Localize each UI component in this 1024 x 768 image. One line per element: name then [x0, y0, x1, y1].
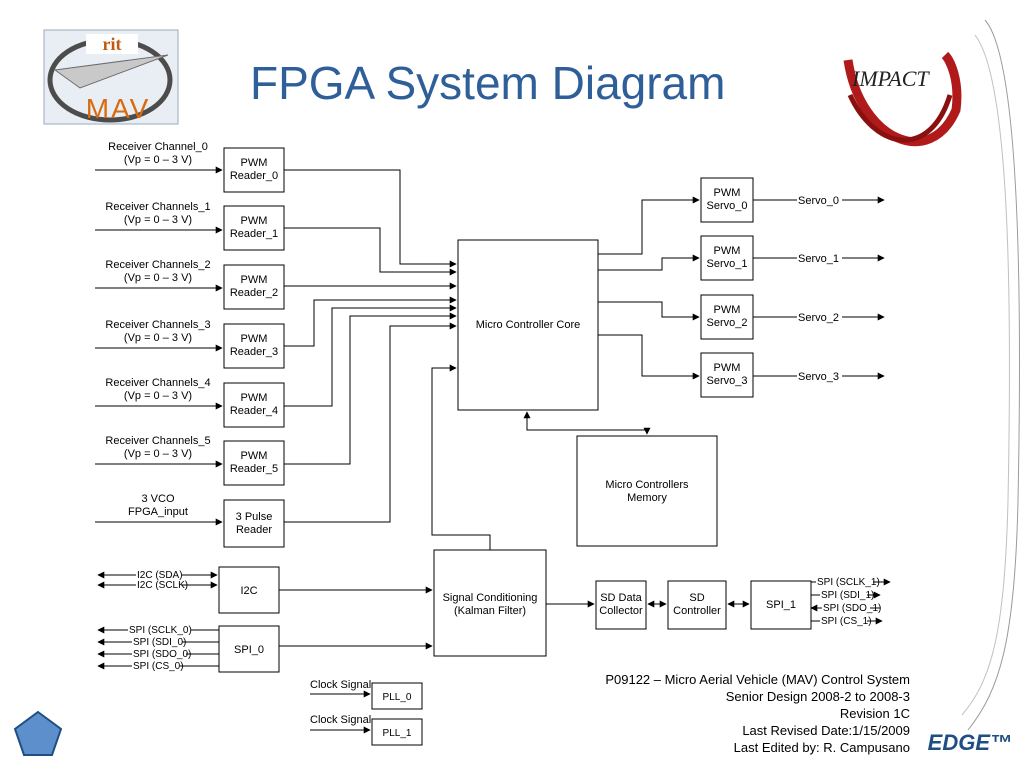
i2c-block-group: I2C I2C (SDA) I2C (SCLK) — [97, 566, 433, 614]
receiver-channel-2-range: (Vp = 0 – 3 V) — [124, 272, 192, 284]
footer-revision-line: Revision 1C — [840, 706, 910, 721]
receiver-inputs: Receiver Channel_0 (Vp = 0 – 3 V) Receiv… — [95, 141, 223, 526]
receiver-channel-5-range: (Vp = 0 – 3 V) — [124, 448, 192, 460]
sd-controller-box — [667, 580, 727, 630]
mav-logo-text: MAV — [86, 93, 151, 124]
receiver-channel-0-label: Receiver Channel_0 — [108, 141, 208, 153]
vco-label-line2: FPGA_input — [128, 506, 188, 518]
pwm-reader-5-box — [223, 440, 285, 486]
receiver-channel-3-range: (Vp = 0 – 3 V) — [124, 332, 192, 344]
spi0-cs-label: SPI (CS_0) — [133, 661, 184, 672]
clock-signal-0-label: Clock Signal — [310, 679, 371, 691]
receiver-channel-2-label: Receiver Channels_2 — [105, 259, 210, 271]
micro-controller-core-box — [457, 239, 599, 411]
pulse-reader-box — [223, 499, 285, 548]
page-curl-outer — [967, 19, 1020, 731]
slide-title: FPGA System Diagram — [250, 57, 726, 109]
pwm-reader-4-box — [223, 382, 285, 428]
pll-1-box — [371, 718, 423, 746]
pwm-servo-0-box — [700, 177, 754, 223]
micro-controller-core-label: Micro Controller Core — [476, 319, 581, 331]
spi0-box — [218, 625, 280, 673]
servo-outputs: Servo_0 Servo_1 Servo_2 Servo_3 — [753, 195, 885, 383]
spi0-label: SPI_0 — [234, 644, 264, 656]
core-to-servo-wires — [598, 196, 700, 380]
spi1-label: SPI_1 — [766, 599, 796, 611]
pwm-servo-3-box — [700, 352, 754, 398]
clock-signal-1-label: Clock Signal — [310, 714, 371, 726]
vco-label-line1: 3 VCO — [141, 493, 174, 505]
footer-semester-line: Senior Design 2008-2 to 2008-3 — [726, 689, 910, 704]
spi1-box — [750, 580, 812, 630]
spi0-sclk-label: SPI (SCLK_0) — [129, 625, 192, 636]
pwm-servo-2-box — [700, 294, 754, 340]
servo-0-output-label: Servo_0 — [798, 195, 839, 207]
micro-controllers-memory-box — [576, 435, 718, 547]
rit-mav-logo: rit MAV — [43, 29, 179, 125]
spi1-cs-label: SPI (CS_1) — [821, 616, 872, 627]
servo-1-output-label: Servo_1 — [798, 253, 839, 265]
pwm-reader-2-box — [223, 264, 285, 310]
i2c-sclk-label: I2C (SCLK) — [137, 580, 188, 591]
receiver-channel-5-label: Receiver Channels_5 — [105, 435, 210, 447]
pwm-servo-1-box — [700, 235, 754, 281]
servo-2-output-label: Servo_2 — [798, 312, 839, 324]
spi0-sdo-label: SPI (SDO_0) — [133, 649, 191, 660]
clock-blocks: Clock Signal PLL_0 Clock Signal PLL_1 — [310, 679, 423, 746]
receiver-channel-1-label: Receiver Channels_1 — [105, 201, 210, 213]
footer-revised-date-line: Last Revised Date:1/15/2009 — [742, 723, 910, 738]
impact-logo-text: IMPACT — [851, 66, 930, 91]
spi1-sclk-label: SPI (SCLK_1) — [817, 577, 880, 588]
spi0-sdi-label: SPI (SDI_0) — [133, 637, 186, 648]
page-curl-inner — [961, 34, 1010, 716]
receiver-channel-4-label: Receiver Channels_4 — [105, 377, 210, 389]
sd-data-collector-box — [595, 580, 647, 630]
pll-1-label: PLL_1 — [383, 728, 412, 739]
receiver-channel-1-range: (Vp = 0 – 3 V) — [124, 214, 192, 226]
core-memory-bus — [523, 411, 651, 435]
receiver-channel-4-range: (Vp = 0 – 3 V) — [124, 390, 192, 402]
rit-logo-text: rit — [103, 34, 122, 54]
i2c-box — [218, 566, 280, 614]
spi1-sdo-label: SPI (SDO_1) — [823, 603, 881, 614]
footer-info: P09122 – Micro Aerial Vehicle (MAV) Cont… — [605, 672, 910, 755]
reader-to-core-wires — [284, 169, 491, 550]
footer-edited-by-line: Last Edited by: R. Campusano — [734, 740, 910, 755]
spi1-sdi-label: SPI (SDI_1) — [821, 590, 874, 601]
pll-0-box — [371, 682, 423, 710]
servo-3-output-label: Servo_3 — [798, 371, 839, 383]
signal-conditioning-label: Signal Conditioning(Kalman Filter) — [443, 592, 538, 617]
footer-project-line: P09122 – Micro Aerial Vehicle (MAV) Cont… — [605, 672, 910, 687]
signal-conditioning-box — [433, 549, 547, 657]
paper-plane-icon — [53, 54, 169, 89]
receiver-channel-0-range: (Vp = 0 – 3 V) — [124, 154, 192, 166]
impact-logo: IMPACT — [843, 51, 962, 146]
i2c-label: I2C — [240, 585, 257, 597]
edge-trademark: EDGE™ — [927, 730, 1012, 755]
i2c-sda-label: I2C (SDA) — [137, 570, 183, 581]
pentagon-nav-button[interactable] — [13, 710, 63, 756]
pll-0-label: PLL_0 — [383, 692, 412, 703]
receiver-channel-3-label: Receiver Channels_3 — [105, 319, 210, 331]
spi0-block-group: SPI_0 SPI (SCLK_0) SPI (SDI_0) SPI (SDO_… — [97, 625, 433, 673]
